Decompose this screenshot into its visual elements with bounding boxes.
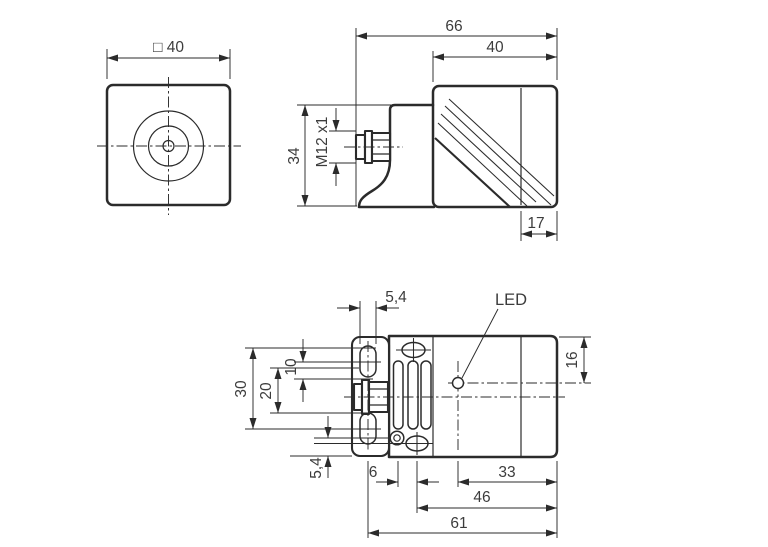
front-view: □ 40	[97, 39, 241, 215]
dim-slot-spacing: 20	[258, 367, 370, 414]
hex-nut-flats	[372, 139, 390, 155]
side-view: 66 40 34 M12 x1 17	[286, 18, 559, 241]
dim-active-face-depth: 17	[520, 211, 558, 241]
dim-led-offset: 16	[559, 336, 591, 383]
dim-body-length-label: 61	[450, 515, 467, 532]
dim-head-length: 40	[432, 39, 557, 82]
vent-slots	[392, 360, 432, 430]
dim-screw-to-face-label: 46	[473, 489, 490, 506]
dim-slot-length-label: 10	[283, 358, 300, 376]
dim-bottom-offset-label: 5,4	[308, 457, 325, 479]
ground-screw	[389, 430, 405, 446]
dim-square-40-label: □ 40	[153, 39, 184, 56]
dim-square-40: □ 40	[106, 39, 231, 79]
mounting-bracket-outline	[357, 103, 436, 209]
led-indicator	[451, 376, 465, 390]
dim-connector-thread: M12 x1	[314, 108, 356, 186]
bottom-view: LED 5,4 16 10 20 3	[233, 289, 591, 538]
dim-body-height: 34	[286, 104, 391, 207]
led-label: LED	[495, 291, 527, 309]
dim-slot-width: 5,4	[337, 289, 407, 344]
sensor-head-outline	[431, 84, 559, 209]
dim-slot-spacing-label: 20	[258, 382, 275, 400]
led-leader-line	[461, 308, 499, 379]
dim-extension-lines-bottom	[367, 461, 558, 538]
screw-bottom	[400, 432, 433, 455]
dim-screw-spacing-label: 6	[369, 464, 378, 481]
dim-screw-spacing: 6	[369, 464, 439, 486]
dim-led-to-face: 33	[458, 464, 557, 486]
dim-body-height-label: 34	[286, 147, 303, 165]
centerlines	[344, 341, 591, 451]
dim-slot-width-label: 5,4	[385, 289, 407, 306]
dim-screw-to-face: 46	[417, 489, 557, 512]
hex-nut-flats	[369, 388, 388, 406]
dim-overall-length-label: 66	[445, 18, 462, 35]
dim-led-offset-label: 16	[564, 351, 581, 368]
dim-slot-length: 10	[283, 339, 381, 402]
led-callout: LED	[451, 291, 527, 390]
dim-slot-outer-span-label: 30	[233, 380, 250, 398]
dim-active-face-depth-label: 17	[527, 215, 544, 232]
screw-top	[396, 338, 431, 362]
dim-led-to-face-label: 33	[498, 464, 515, 481]
dim-slot-outer-span: 30	[233, 347, 381, 430]
dim-bottom-offset: 5,4	[290, 416, 405, 479]
dim-head-length-label: 40	[486, 39, 504, 56]
dim-connector-thread-label: M12 x1	[314, 117, 331, 168]
dim-body-length: 61	[368, 515, 557, 537]
sensing-face-hatch	[434, 98, 555, 208]
dim-overall-length: 66	[355, 18, 558, 206]
